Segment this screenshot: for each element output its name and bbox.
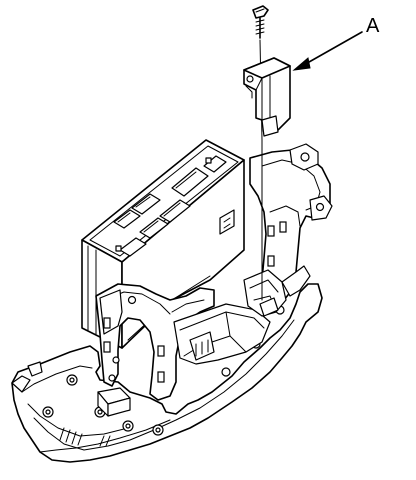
unit-connectors — [113, 155, 227, 257]
bracket-hole — [112, 356, 120, 364]
bracket-slot — [157, 345, 165, 357]
callout-leader-line — [301, 31, 363, 67]
mount-hole — [97, 409, 103, 415]
bracket-hole — [108, 374, 116, 382]
rear-bracket-slot — [267, 255, 275, 267]
control-unit-box — [81, 139, 245, 349]
mount-hole — [221, 367, 231, 377]
mount-hole — [125, 423, 131, 429]
mount-hole — [69, 377, 75, 383]
connector-socket — [171, 167, 209, 197]
rear-bracket-slot — [267, 225, 275, 237]
rear-bracket-hole — [300, 152, 310, 162]
bracket-slot — [157, 371, 165, 383]
connector-socket — [203, 155, 227, 173]
part-a-bracket — [243, 57, 291, 137]
connector-socket — [119, 237, 147, 257]
console-base-bracket — [11, 283, 323, 463]
connector-socket — [139, 217, 169, 239]
bracket-slot — [103, 341, 111, 353]
rear-bracket-slot — [279, 221, 287, 233]
bracket-hole — [127, 295, 137, 305]
mounting-screw — [252, 5, 269, 39]
callout-label-a: A — [366, 15, 380, 37]
callout-arrowhead — [292, 57, 311, 71]
rear-bracket-hole — [315, 202, 325, 212]
bracket-slot — [103, 317, 111, 329]
connector-socket — [159, 199, 191, 223]
part-a-hole — [246, 75, 254, 83]
front-mount-bracket — [95, 269, 287, 401]
front-ribs — [59, 427, 111, 447]
mount-hole — [45, 409, 51, 415]
mount-hole — [155, 427, 161, 433]
callout-a: A — [292, 15, 380, 71]
connector-socket — [113, 209, 141, 229]
connector-socket — [131, 193, 161, 215]
rear-bracket — [249, 143, 333, 303]
